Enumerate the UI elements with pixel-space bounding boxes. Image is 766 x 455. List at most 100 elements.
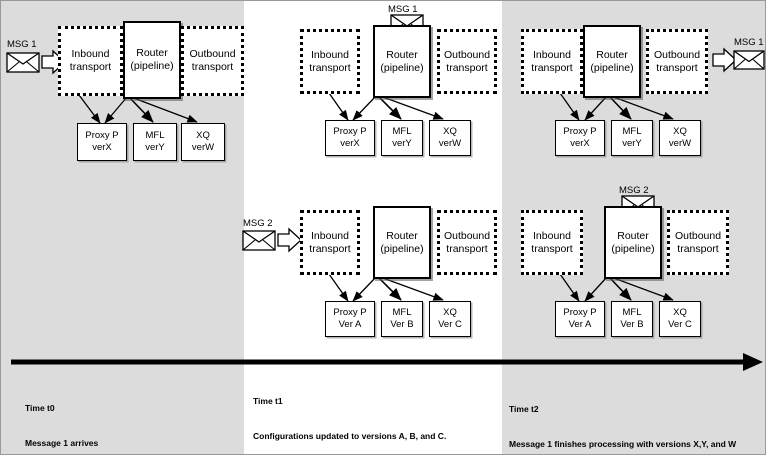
service-version: Ver C <box>438 319 462 330</box>
outbound-transport-t2-msg2: Outbound transport <box>667 210 729 275</box>
inbound-transport-label: Inbound transport <box>531 48 573 74</box>
service-version: Ver B <box>620 319 644 330</box>
service-version: verY <box>392 138 412 149</box>
caption-t2-line-0: Message 1 finishes processing with versi… <box>509 438 737 449</box>
router-t1-msg1: Router (pipeline) <box>373 25 431 98</box>
outbound-transport-label: Outbound transport <box>189 48 236 73</box>
router-label: Router (pipeline) <box>380 229 424 255</box>
service-name: MFL <box>392 307 412 318</box>
caption-t1: Time t1 Configurations updated to versio… <box>253 373 447 454</box>
caption-t0-line-0: Message 1 arrives <box>25 437 99 448</box>
caption-t0: Time t0 Message 1 arrives Versions X, Y … <box>25 380 168 454</box>
caption-t1-heading: Time t1 <box>253 396 283 406</box>
service-version: Ver A <box>568 319 592 330</box>
router-t1-msg2: Router (pipeline) <box>373 206 431 279</box>
block-arrow-t2-msg1 <box>712 47 737 73</box>
inbound-transport-label: Inbound transport <box>69 48 112 73</box>
inbound-transport-label: Inbound transport <box>309 229 351 255</box>
envelope-icon-t0-msg1 <box>6 52 40 73</box>
inbound-transport-t2-msg2: Inbound transport <box>521 210 583 275</box>
inbound-transport-t1-msg2: Inbound transport <box>300 210 360 275</box>
block-arrow-t1-msg2 <box>277 227 302 253</box>
service-name: MFL <box>622 126 642 137</box>
panel-t2-msg2-arrows <box>559 273 674 302</box>
msg-label-t2-msg2: MSG 2 <box>619 185 649 196</box>
panel-t1-msg2-arrows <box>328 273 444 302</box>
caption-t1-line-0: Configurations updated to versions A, B,… <box>253 430 447 441</box>
router-t2-msg2: Router (pipeline) <box>604 206 662 279</box>
outbound-transport-t1-msg1: Outbound transport <box>437 29 497 94</box>
inbound-transport-label: Inbound transport <box>309 48 351 74</box>
service-name: MFL <box>622 307 642 318</box>
router-label: Router (pipeline) <box>380 48 424 74</box>
service-name: MFL <box>392 126 412 137</box>
panel-t0-msg1-arrows <box>78 94 198 124</box>
router-label: Router (pipeline) <box>130 47 174 72</box>
inbound-transport-label: Inbound transport <box>531 229 573 255</box>
service-version: verW <box>438 138 462 149</box>
panel-t1-msg1-arrows <box>328 92 444 121</box>
service-version: verW <box>668 138 692 149</box>
service-version: Ver A <box>338 319 362 330</box>
service-name: XQ <box>443 126 457 137</box>
service-version: Ver B <box>390 319 414 330</box>
msg-label-t1-msg1: MSG 1 <box>388 4 418 15</box>
outbound-transport-t0-msg1: Outbound transport <box>181 26 244 96</box>
msg-label-t0-msg1: MSG 1 <box>7 39 37 50</box>
service-name: Proxy P <box>85 130 119 141</box>
service-version: verY <box>622 138 642 149</box>
caption-t2-heading: Time t2 <box>509 404 539 414</box>
timeline-arrow <box>11 353 763 371</box>
service-version: verX <box>570 138 590 149</box>
router-label: Router (pipeline) <box>611 229 655 255</box>
caption-t2: Time t2 Message 1 finishes processing wi… <box>509 381 737 454</box>
service-name: XQ <box>443 307 457 318</box>
inbound-transport-t2-msg1: Inbound transport <box>521 29 583 94</box>
outbound-transport-t2-msg1: Outbound transport <box>646 29 708 94</box>
msg-label-t2-msg1: MSG 1 <box>734 37 764 48</box>
router-label: Router (pipeline) <box>590 48 634 74</box>
service-name: MFL <box>145 130 165 141</box>
envelope-icon-t1-msg2 <box>242 230 276 251</box>
caption-t0-heading: Time t0 <box>25 403 55 413</box>
service-name: XQ <box>673 307 687 318</box>
outbound-transport-label: Outbound transport <box>443 48 491 74</box>
router-t0-msg1: Router (pipeline) <box>123 21 181 99</box>
service-version: verW <box>191 142 215 153</box>
service-version: verX <box>340 138 360 149</box>
service-name: XQ <box>196 130 210 141</box>
msg-label-t1-msg2: MSG 2 <box>243 218 273 229</box>
service-version: Ver C <box>668 319 692 330</box>
service-version: verX <box>92 142 112 153</box>
outbound-transport-label: Outbound transport <box>443 229 491 255</box>
service-name: Proxy P <box>333 126 367 137</box>
service-version: verY <box>145 142 165 153</box>
outbound-transport-label: Outbound transport <box>674 229 722 255</box>
service-name: Proxy P <box>563 307 597 318</box>
outbound-transport-t1-msg2: Outbound transport <box>437 210 497 275</box>
service-name: Proxy P <box>333 307 367 318</box>
inbound-transport-t0-msg1: Inbound transport <box>58 26 123 96</box>
router-t2-msg1: Router (pipeline) <box>583 25 641 98</box>
envelope-icon-t2-msg1 <box>733 50 765 70</box>
service-name: Proxy P <box>563 126 597 137</box>
panel-t2-msg1-arrows <box>559 92 674 121</box>
outbound-transport-label: Outbound transport <box>653 48 701 74</box>
inbound-transport-t1-msg1: Inbound transport <box>300 29 360 94</box>
